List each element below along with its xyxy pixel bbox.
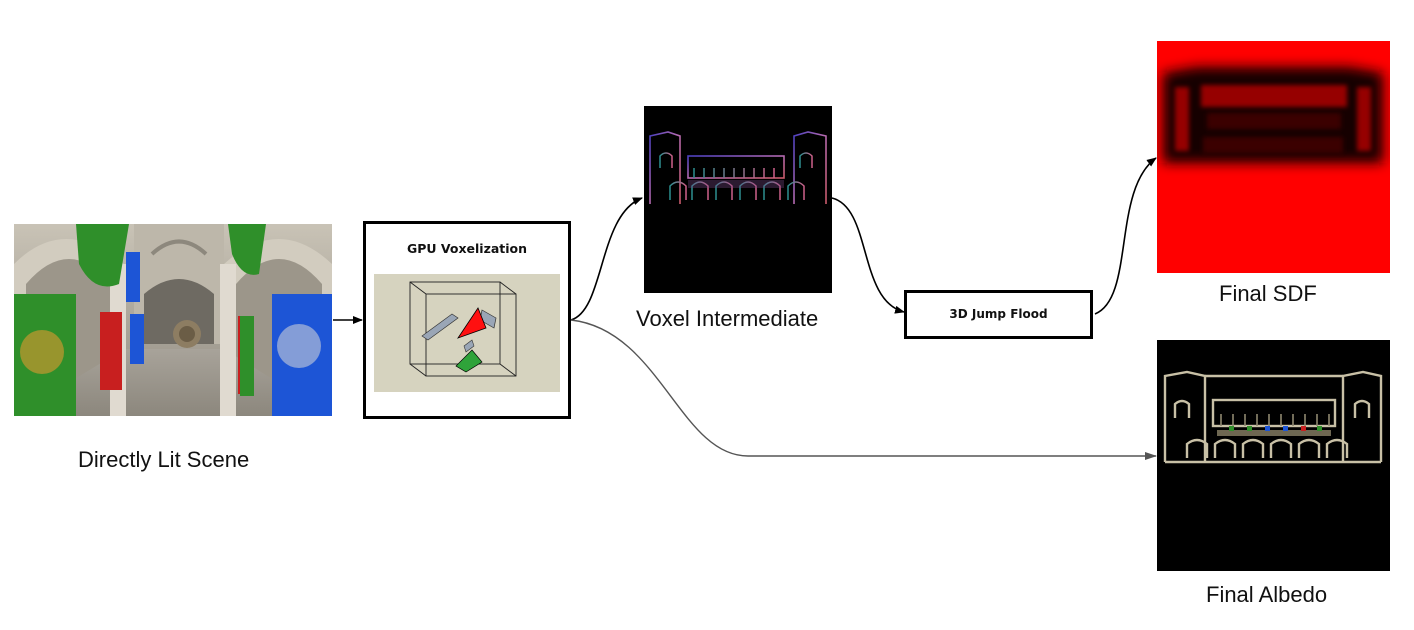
arrow-jump-flood-to-sdf bbox=[1094, 157, 1157, 315]
voxel-intermediate-image bbox=[644, 106, 832, 293]
final-albedo-caption: Final Albedo bbox=[1206, 582, 1328, 607]
final-sdf-caption: Final SDF bbox=[1219, 281, 1317, 306]
voxelization-illustration bbox=[374, 274, 560, 392]
gpu-voxelization-label: GPU Voxelization bbox=[406, 241, 528, 256]
jump-flood-box: 3D Jump Flood bbox=[904, 290, 1093, 339]
final-sdf-image bbox=[1157, 41, 1390, 273]
arrow-voxelization-to-albedo bbox=[570, 319, 1157, 460]
arrow-voxelization-to-voxel-intermediate bbox=[570, 197, 643, 321]
directly-lit-scene-caption: Directly Lit Scene bbox=[78, 447, 250, 472]
jump-flood-label: 3D Jump Flood bbox=[949, 307, 1048, 321]
gpu-voxelization-box: GPU Voxelization bbox=[363, 221, 571, 419]
directly-lit-scene-image bbox=[14, 224, 332, 416]
arrow-voxel-intermediate-to-jump-flood bbox=[831, 197, 905, 314]
voxel-intermediate-caption: Voxel Intermediate bbox=[636, 306, 819, 331]
final-albedo-image bbox=[1157, 340, 1390, 571]
